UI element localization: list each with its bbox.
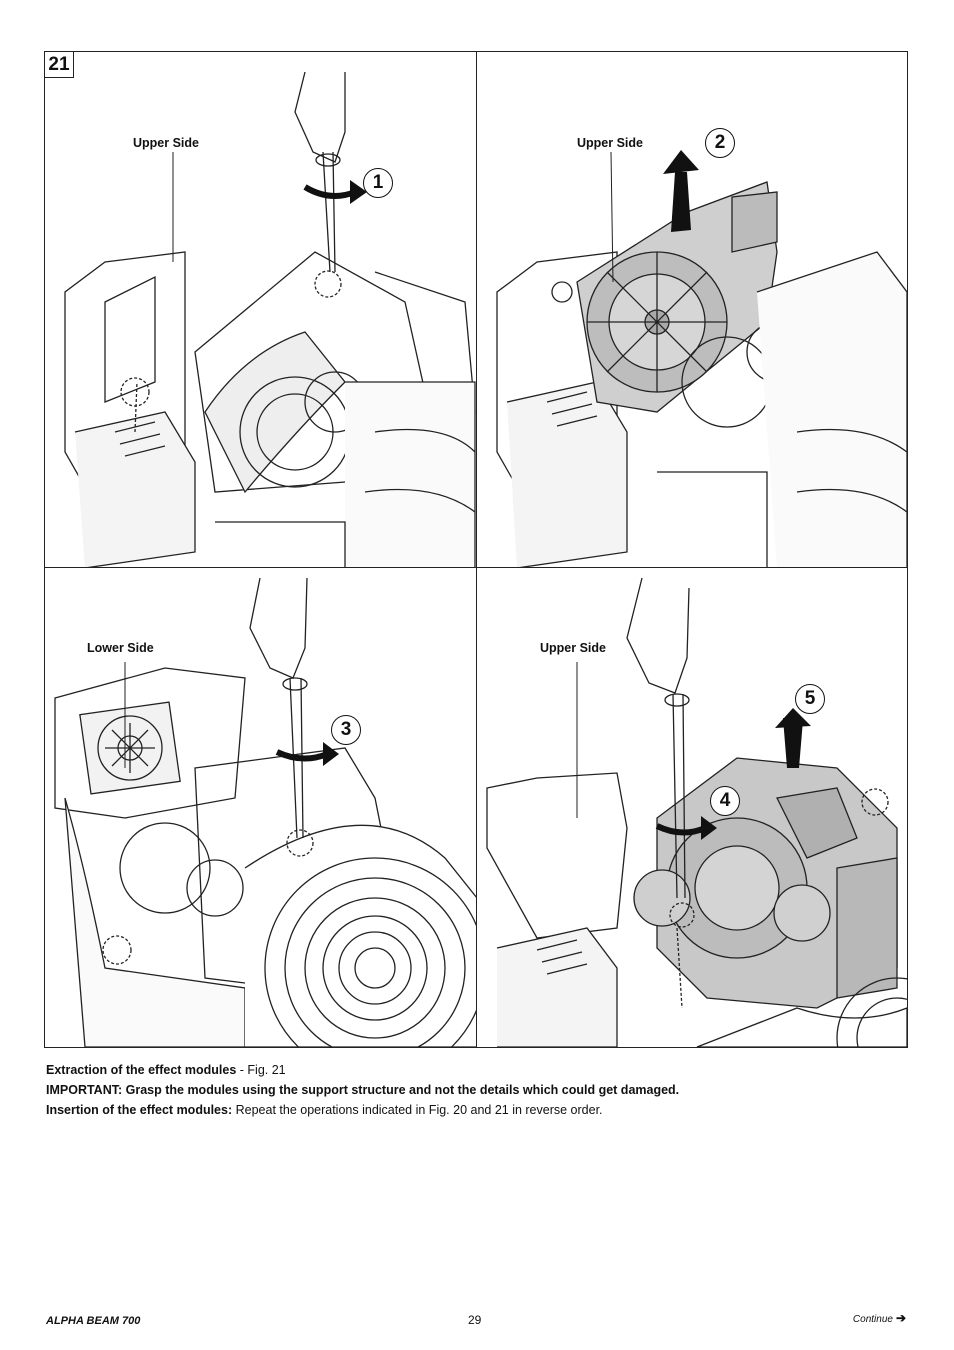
panel-step-1: Upper Side 1 — [45, 52, 477, 568]
continue-link: Continue➔ — [853, 1311, 906, 1325]
step-badge: 4 — [710, 786, 740, 816]
side-label: Upper Side — [133, 136, 199, 150]
panel-steps-4-5: Upper Side 4 5 — [477, 568, 907, 1047]
arrow-right-icon: ➔ — [895, 1311, 906, 1325]
fixture-illustration-3 — [54, 577, 476, 1047]
step-badge: 3 — [331, 715, 361, 745]
figure-caption: Extraction of the effect modules - Fig. … — [46, 1060, 906, 1120]
caption-line-insertion: Insertion of the effect modules: Repeat … — [46, 1103, 603, 1117]
figure-21: 21 — [44, 51, 908, 1048]
side-label: Upper Side — [540, 641, 606, 655]
fixture-illustration-1 — [64, 71, 476, 567]
footer-product-name: ALPHA BEAM 700 — [46, 1315, 141, 1327]
fixture-illustration-2 — [496, 150, 907, 567]
caption-line-important: IMPORTANT: Grasp the modules using the s… — [46, 1083, 680, 1097]
panel-step-2: Upper Side 2 — [477, 52, 907, 568]
page-number: 29 — [468, 1313, 482, 1327]
side-label: Upper Side — [577, 136, 643, 150]
step-badge: 1 — [363, 168, 393, 198]
fixture-illustration-4 — [486, 577, 907, 1047]
panel-step-3: Lower Side 3 — [45, 568, 477, 1047]
figure-number: 21 — [45, 52, 74, 78]
caption-line-extraction: Extraction of the effect modules - Fig. … — [46, 1063, 286, 1077]
step-badge: 2 — [705, 128, 735, 158]
continue-label: Continue — [852, 1314, 893, 1325]
step-badge: 5 — [795, 684, 825, 714]
side-label: Lower Side — [87, 641, 154, 655]
